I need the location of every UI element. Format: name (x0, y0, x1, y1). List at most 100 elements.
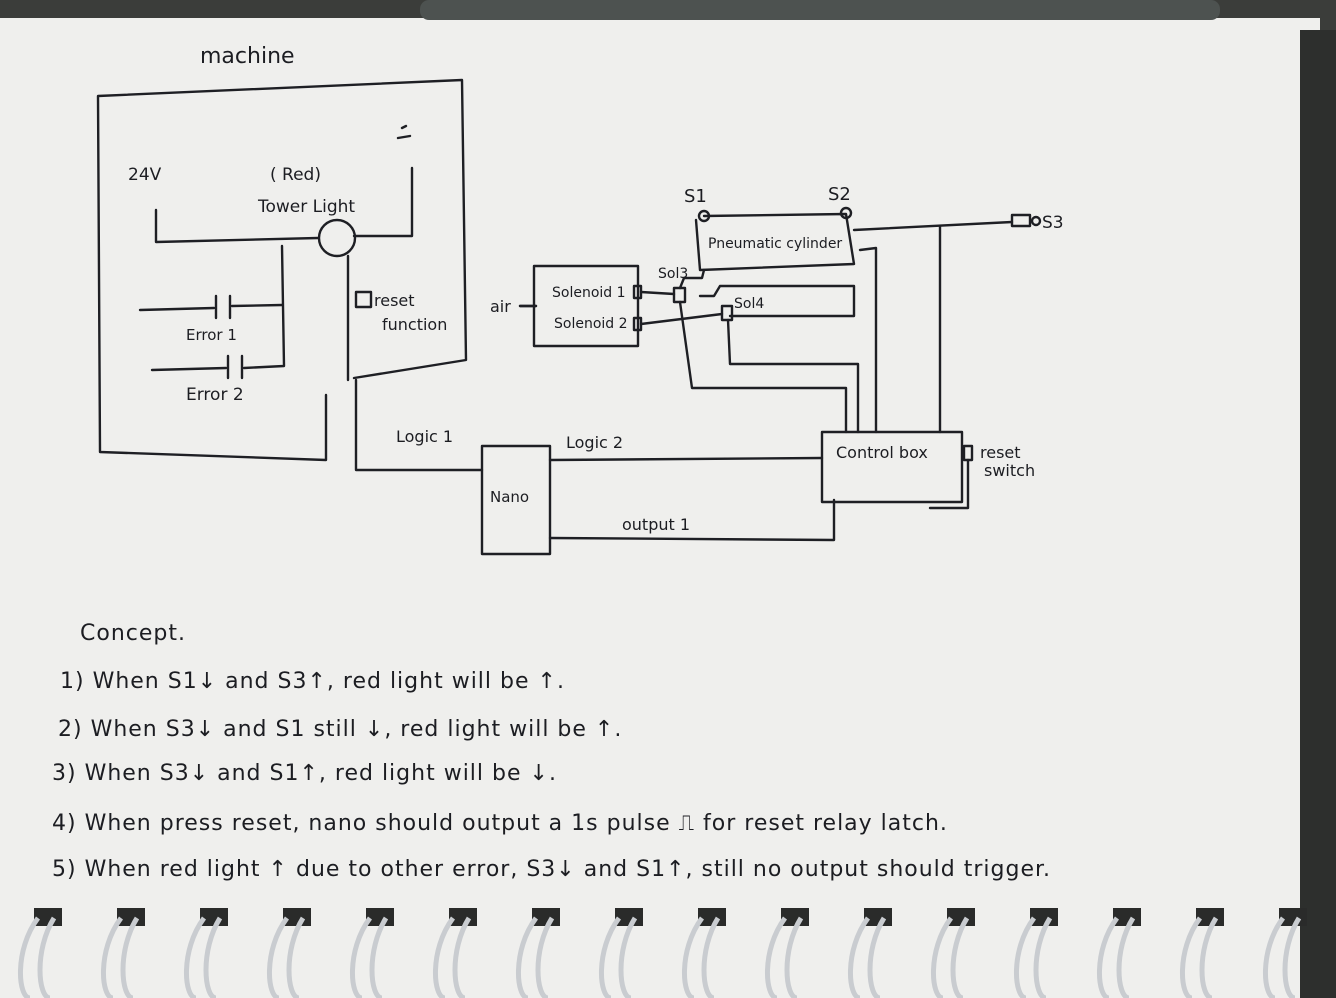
binding-ring (598, 916, 638, 998)
concept-item-1: 1) When S1↓ and S3↑, red light will be ↑… (60, 669, 565, 694)
binding-ring (1013, 916, 1053, 998)
tower-light-lamp (317, 218, 357, 258)
control-box (820, 430, 964, 504)
binding-ring (183, 916, 223, 998)
reset-function-line1: reset (374, 291, 415, 310)
s2-label: S2 (828, 184, 851, 205)
logic1-wire (354, 378, 484, 472)
output1-label: output 1 (622, 515, 690, 534)
s3-sensor-dot (1030, 215, 1042, 227)
cylinder-section: S1 S2 Pneumatic cylinder S3 (678, 184, 1064, 434)
binding-hole (864, 908, 892, 926)
concept-item-5: 5) When red light ↑ due to other error, … (52, 857, 1051, 882)
binding-hole (532, 908, 560, 926)
binding-ring (1096, 916, 1136, 998)
sol3-to-control-wire (678, 300, 848, 434)
binding-hole (1279, 908, 1307, 926)
solenoid-box (532, 264, 640, 348)
binding-hole (1113, 908, 1141, 926)
binding-hole (1030, 908, 1058, 926)
supply-wire (154, 208, 320, 244)
error2-contact (150, 354, 244, 380)
error1-label: Error 1 (186, 326, 237, 344)
cylinder-return-wire (698, 284, 856, 318)
output1-wire (548, 498, 836, 542)
concept-heading: Concept. (80, 621, 186, 646)
binding-hole (34, 908, 62, 926)
s3-sensor-body (1010, 213, 1032, 228)
pen (420, 0, 1220, 20)
reset-switch-wire (928, 458, 970, 510)
binding-hole (615, 908, 643, 926)
s3-label: S3 (1042, 213, 1064, 233)
binding-ring (930, 916, 970, 998)
spiral-binding (17, 908, 1307, 998)
solenoid1-label: Solenoid 1 (552, 285, 626, 301)
binding-ring (515, 916, 555, 998)
concept-notes: Concept. 1) When S1↓ and S3↑, red light … (52, 621, 1051, 882)
cylinder-label: Pneumatic cylinder (708, 236, 842, 252)
binding-hole (947, 908, 975, 926)
ground-wire (352, 166, 414, 238)
binding-hole (283, 908, 311, 926)
binding-ring (1262, 916, 1302, 998)
binding-hole (449, 908, 477, 926)
binding-hole (1196, 908, 1224, 926)
voltage-label: 24V (128, 165, 162, 185)
s1-label: S1 (684, 186, 707, 207)
cylinder-body (694, 212, 856, 272)
binding-ring (266, 916, 306, 998)
nano-box (480, 444, 552, 556)
reset-switch-line2: switch (984, 461, 1035, 480)
machine-section: machine 24V ( Red) Tower Light Error 1 E… (96, 44, 468, 462)
concept-item-4: 4) When press reset, nano should output … (52, 811, 948, 836)
binding-ring (764, 916, 804, 998)
error1-contact (138, 294, 284, 320)
concept-item-3: 3) When S3↓ and S1↑, red light will be ↓… (52, 761, 557, 786)
sol4-to-control-wire (726, 318, 860, 434)
nano-label: Nano (490, 488, 529, 506)
concept-item-2: 2) When S3↓ and S1 still ↓, red light wi… (58, 717, 622, 742)
s3-wire (852, 220, 1014, 232)
solenoid-section: air Solenoid 1 Solenoid 2 Sol3 Sol4 (490, 264, 860, 434)
ground-icon (396, 124, 412, 140)
binding-hole (698, 908, 726, 926)
binding-ring (681, 916, 721, 998)
binding-ring (432, 916, 472, 998)
s1-sensor (697, 209, 711, 223)
reset-function-line2: function (382, 315, 447, 334)
sol1-to-sol3-wire (639, 290, 676, 296)
paper-shadow-edge (1300, 30, 1336, 998)
reset-switch-line1: reset (980, 443, 1021, 462)
paper-sheet (0, 18, 1320, 998)
s2-to-control-wire (858, 246, 878, 434)
reset-function-checkbox (354, 290, 373, 309)
error-bus-wire (242, 244, 286, 370)
tower-light-label: Tower Light (257, 197, 355, 217)
control-box-label: Control box (836, 443, 928, 462)
sol3-label: Sol3 (658, 266, 688, 282)
nano-section: Nano Logic 1 Logic 2 output 1 (354, 378, 836, 556)
binding-ring (847, 916, 887, 998)
binding-ring (17, 916, 57, 998)
binding-hole (781, 908, 809, 926)
binding-hole (200, 908, 228, 926)
logic2-label: Logic 2 (566, 433, 623, 452)
logic2-wire (548, 456, 824, 462)
tower-light-color-label: ( Red) (270, 165, 321, 185)
sol3-to-cylinder-wire (678, 268, 706, 290)
binding-ring (1179, 916, 1219, 998)
control-box-section: Control box reset switch (820, 430, 1035, 510)
logic1-label: Logic 1 (396, 427, 453, 446)
machine-box (96, 78, 468, 462)
error2-label: Error 2 (186, 385, 244, 405)
s2-sensor (839, 206, 853, 220)
binding-ring (100, 916, 140, 998)
binding-hole (117, 908, 145, 926)
machine-label: machine (200, 44, 295, 69)
sol4-label: Sol4 (734, 296, 764, 312)
binding-ring (349, 916, 389, 998)
binding-hole (366, 908, 394, 926)
air-label: air (490, 297, 511, 316)
solenoid2-label: Solenoid 2 (554, 316, 628, 332)
